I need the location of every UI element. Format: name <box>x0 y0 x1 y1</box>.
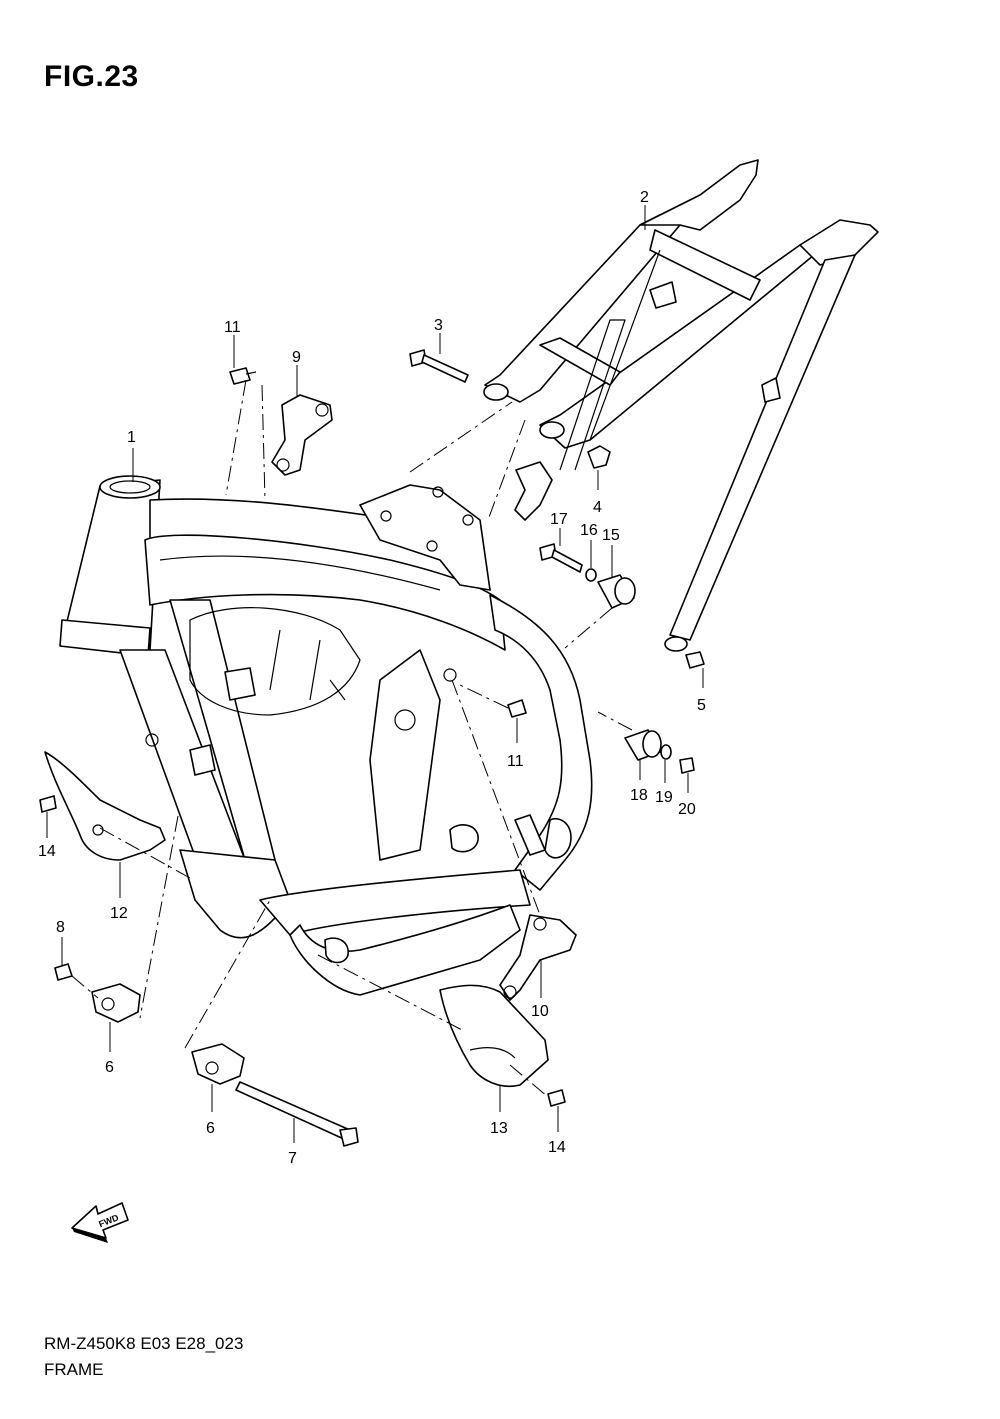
rear-frame <box>483 159 879 652</box>
bolt-14-right <box>547 1089 566 1107</box>
callout-11-upper: 11 <box>224 319 241 336</box>
bolt-5 <box>685 651 705 669</box>
callout-15: 15 <box>602 527 620 544</box>
figure-title: FIG.23 <box>44 60 139 93</box>
bracket-6-upper <box>91 983 141 1023</box>
skid-plate-13 <box>439 984 549 1087</box>
callout-10: 10 <box>531 1003 549 1020</box>
model-code: RM-Z450K8 E03 E28_023 <box>44 1334 244 1353</box>
callout-labels: 1 2 3 4 5 6 6 7 8 9 10 11 11 12 13 14 14… <box>38 189 706 1167</box>
callout-20: 20 <box>678 801 696 818</box>
callout-12: 12 <box>110 905 128 922</box>
callout-6-lower: 6 <box>206 1120 215 1137</box>
callout-1: 1 <box>127 429 136 446</box>
callout-4: 4 <box>593 499 602 516</box>
rear-frame-bracket <box>514 461 553 521</box>
callout-14-left: 14 <box>38 843 56 860</box>
callout-5: 5 <box>697 697 706 714</box>
callout-6-upper: 6 <box>105 1059 114 1076</box>
bolt-11-upper <box>229 367 251 385</box>
callout-7: 7 <box>288 1150 297 1167</box>
nut-20 <box>679 757 695 774</box>
bolt-7 <box>235 1081 351 1141</box>
callout-11-lower: 11 <box>507 753 524 770</box>
nut-4 <box>587 445 611 469</box>
engine-bracket-9 <box>271 394 333 476</box>
callout-19: 19 <box>655 789 673 806</box>
washer-16 <box>585 568 597 582</box>
leader-lines <box>46 205 704 1143</box>
bracket-6-lower <box>191 1043 245 1085</box>
main-frame <box>59 475 593 996</box>
callout-18: 18 <box>630 787 648 804</box>
callout-13: 13 <box>490 1120 508 1137</box>
callout-2: 2 <box>640 189 649 206</box>
callout-17: 17 <box>550 511 568 528</box>
fwd-arrow-icon: FWD <box>71 1202 129 1243</box>
figure-name: FRAME <box>44 1360 104 1379</box>
callout-3: 3 <box>434 317 443 334</box>
bolt-14-left <box>39 795 57 813</box>
callout-14-right: 14 <box>548 1139 566 1156</box>
bracket-10 <box>499 914 577 1001</box>
skid-plate-12 <box>44 751 166 861</box>
callout-16: 16 <box>580 522 598 539</box>
callout-9: 9 <box>292 349 301 366</box>
bolt-11-lower <box>507 699 527 718</box>
washer-19 <box>660 744 672 760</box>
nut-8 <box>54 963 73 981</box>
callout-8: 8 <box>56 919 65 936</box>
